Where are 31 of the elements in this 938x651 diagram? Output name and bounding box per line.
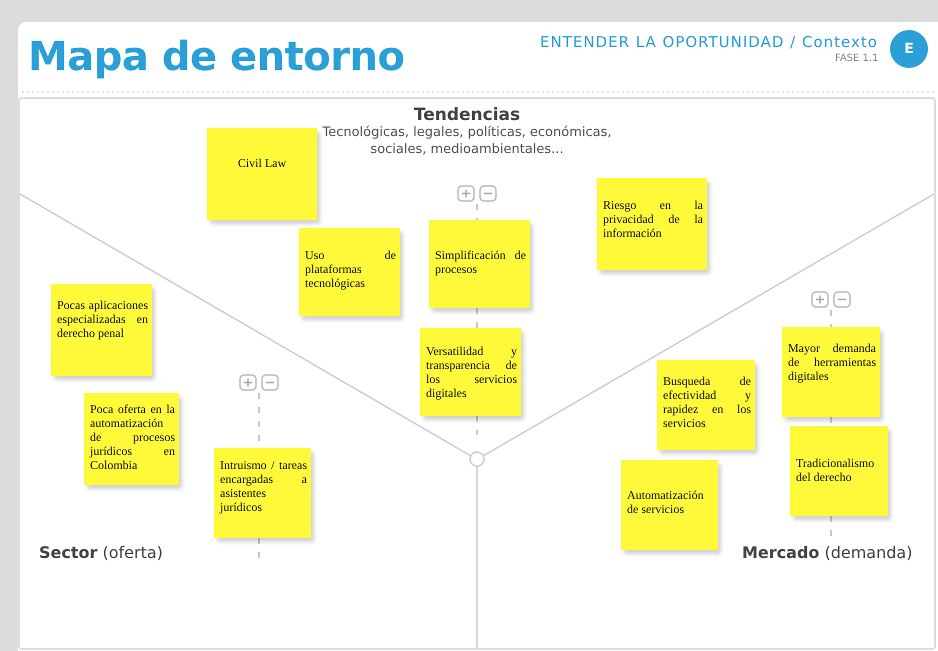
- page-title: Mapa de entorno: [28, 34, 404, 80]
- sticky-note: [207, 128, 317, 220]
- note-text: Tradicionalismo del derecho: [796, 456, 876, 484]
- note-text: Automatización de servicios: [627, 488, 705, 516]
- sticky-note: [657, 360, 755, 450]
- sticky-note: [420, 328, 521, 416]
- phase-label: FASE 1.1: [835, 53, 878, 64]
- note-text: Poca oferta en la automatización de procesos jurídicos en Colombia: [90, 402, 175, 472]
- region-label: Sector (oferta): [39, 543, 163, 562]
- sticky-note: [214, 448, 311, 538]
- note-text: Uso de plataformas tecnológicas: [305, 248, 396, 290]
- sticky-note: [84, 393, 179, 485]
- note-text: Intruismo / tareas encargadas a asistentes jurídicos: [220, 458, 307, 514]
- region-description: Tecnológicas, legales, políticas, económicas, sociales, medioambientales...: [322, 124, 612, 158]
- note-text: Civil Law: [236, 156, 288, 170]
- note-text: Mayor demanda de herramientas digitales: [788, 341, 876, 383]
- note-text: Busqueda de efectividad y rapidez en los servicios: [663, 374, 751, 430]
- sticky-note: [51, 284, 152, 376]
- sticky-note: [597, 178, 707, 270]
- sticky-note: [782, 327, 880, 417]
- note-text: Riesgo en la privacidad de la información: [603, 198, 703, 240]
- sticky-note: [299, 228, 400, 316]
- note-text: Simplificación de procesos: [435, 248, 526, 276]
- region-label: Mercado (demanda): [742, 543, 912, 562]
- region-heading: Tendencias: [412, 105, 522, 125]
- sticky-note: [429, 220, 530, 308]
- note-text: Versatilidad y transparencia de los servicios digitales: [426, 344, 517, 400]
- section-heading: ENTENDER LA OPORTUNIDAD / Contexto: [540, 33, 878, 51]
- sticky-note: [790, 426, 888, 516]
- sticky-note: [621, 460, 718, 550]
- note-text: Pocas aplicaciones especializadas en derecho penal: [57, 298, 148, 340]
